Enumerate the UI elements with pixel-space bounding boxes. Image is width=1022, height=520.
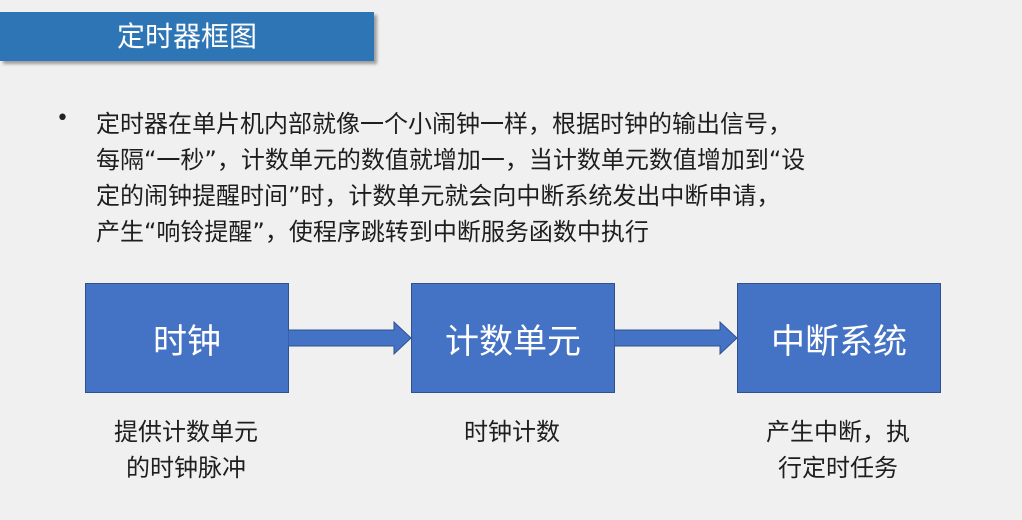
slide-title: 定时器框图 <box>0 12 374 61</box>
body-text: 定时器在单片机内部就像一个小闹钟一样，根据时钟的输出信号， 每隔“一秒”，计数单… <box>96 106 976 250</box>
body-line: 定时器在单片机内部就像一个小闹钟一样，根据时钟的输出信号， <box>96 110 792 138</box>
caption-line: 时钟计数 <box>464 418 560 446</box>
caption-line: 产生中断，执 <box>766 418 910 446</box>
bullet-marker: • <box>56 106 69 131</box>
body-line: 产生“响铃提醒”，使程序跳转到中断服务函数中执行 <box>96 218 649 246</box>
body-line: 定的闹钟提醒时间”时，计数单元就会向中断系统发出中断申请， <box>96 182 781 210</box>
interrupt-box: 中断系统 <box>737 283 941 393</box>
body-line: 每隔“一秒”，计数单元的数值就增加一，当计数单元数值增加到“设 <box>96 146 806 174</box>
caption-line: 提供计数单元 <box>114 418 258 446</box>
counter-caption: 时钟计数 <box>392 414 632 450</box>
counter-box: 计数单元 <box>411 283 615 393</box>
interrupt-caption: 产生中断，执 行定时任务 <box>718 414 958 486</box>
caption-line: 的时钟脉冲 <box>126 454 246 482</box>
arrow-right-icon <box>288 320 412 356</box>
clock-box: 时钟 <box>85 283 289 393</box>
clock-caption: 提供计数单元 的时钟脉冲 <box>66 414 306 486</box>
arrow-right-icon <box>614 320 738 356</box>
caption-line: 行定时任务 <box>778 454 898 482</box>
